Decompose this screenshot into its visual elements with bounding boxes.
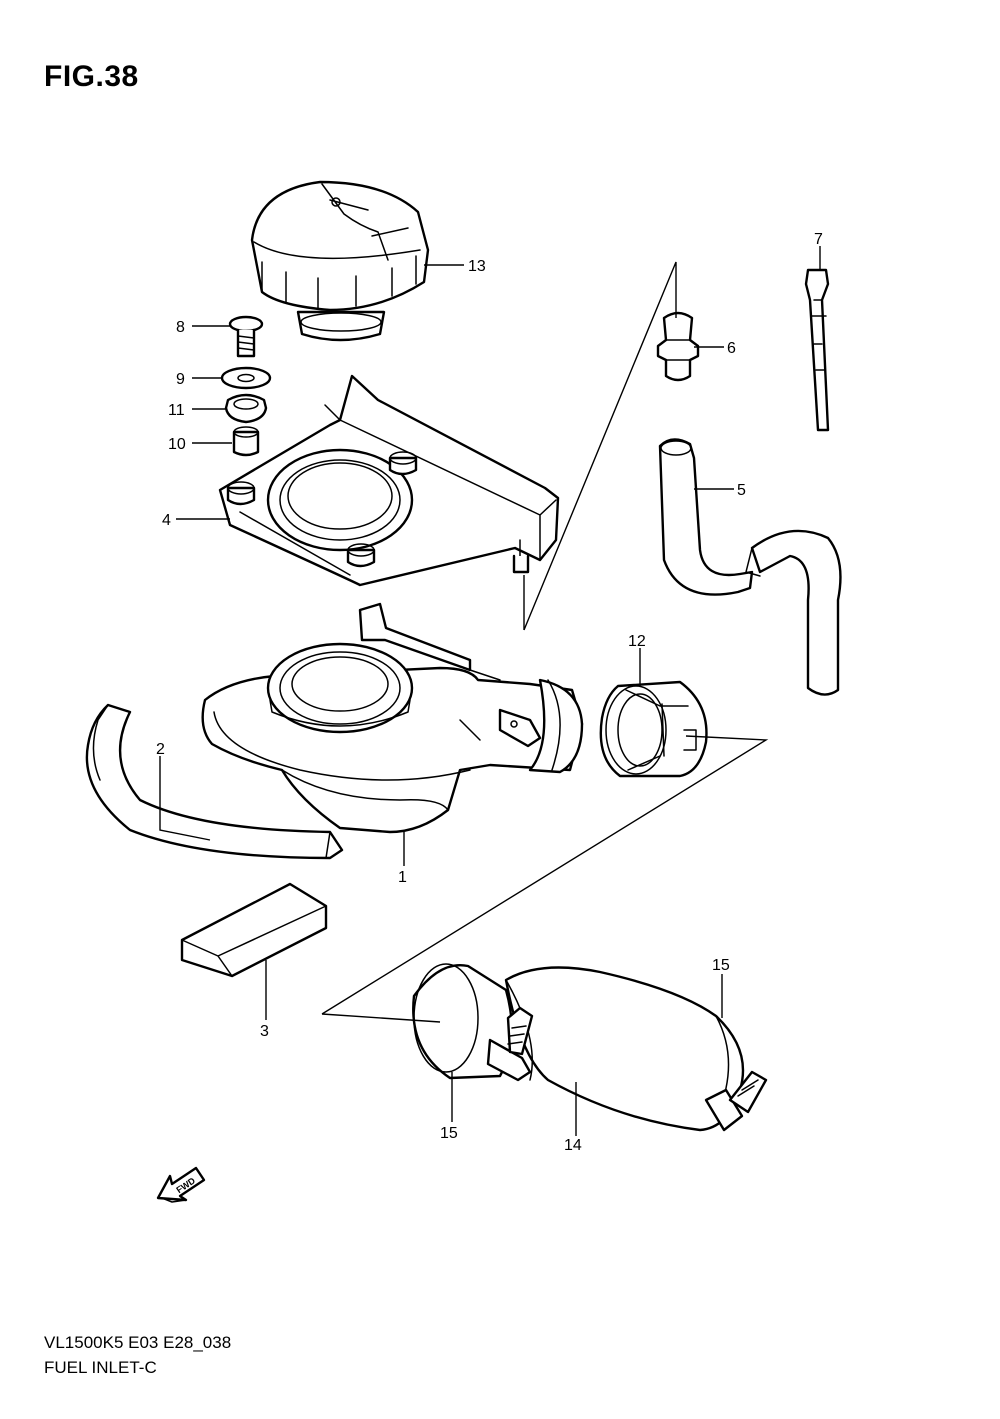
section-name: FUEL INLET-C [44, 1358, 157, 1377]
hose-clamp-left-part[interactable] [412, 963, 534, 1082]
seal-strip-part[interactable] [85, 703, 344, 860]
strap-tie-part[interactable] [804, 268, 830, 432]
callout-labels: 1 2 3 4 5 6 7 8 9 10 11 12 13 14 15 15 [156, 231, 823, 1154]
callout-15-upper: 15 [712, 957, 730, 974]
callout-3: 3 [260, 1023, 269, 1040]
callout-9: 9 [176, 371, 185, 388]
bracket-plate-part[interactable] [218, 374, 560, 587]
model-code: VL1500K5 E03 E28_038 [44, 1333, 232, 1352]
callout-2: 2 [156, 741, 165, 758]
hose-part[interactable] [658, 438, 842, 696]
fuel-cap-part[interactable] [250, 180, 430, 342]
washer-part[interactable] [220, 366, 272, 390]
callout-5: 5 [737, 482, 746, 499]
pad-part[interactable] [180, 882, 328, 978]
grommet-part[interactable] [224, 393, 268, 424]
nipple-fitting-part[interactable] [656, 311, 700, 382]
callout-15-lower: 15 [440, 1125, 458, 1142]
collar-part[interactable] [232, 426, 260, 457]
callout-12: 12 [628, 633, 646, 650]
hose-clamp-right-part[interactable] [704, 1070, 768, 1132]
callout-4: 4 [162, 512, 171, 529]
inlet-hose-part[interactable] [504, 966, 745, 1132]
screw-part[interactable] [228, 315, 264, 358]
callout-7: 7 [814, 231, 823, 248]
figure-title: FIG.38 [44, 60, 139, 93]
callout-10: 10 [168, 436, 186, 453]
callout-11: 11 [168, 402, 185, 419]
fwd-arrow-icon: FWD [156, 1166, 206, 1203]
fuel-inlet-body-part[interactable] [201, 602, 584, 834]
sleeve-part[interactable] [599, 680, 708, 778]
callout-14: 14 [564, 1137, 582, 1154]
callout-6: 6 [727, 340, 736, 357]
callout-1: 1 [398, 869, 407, 886]
callout-13: 13 [468, 258, 486, 275]
leader-lines [159, 246, 821, 1136]
callout-8: 8 [176, 319, 185, 336]
